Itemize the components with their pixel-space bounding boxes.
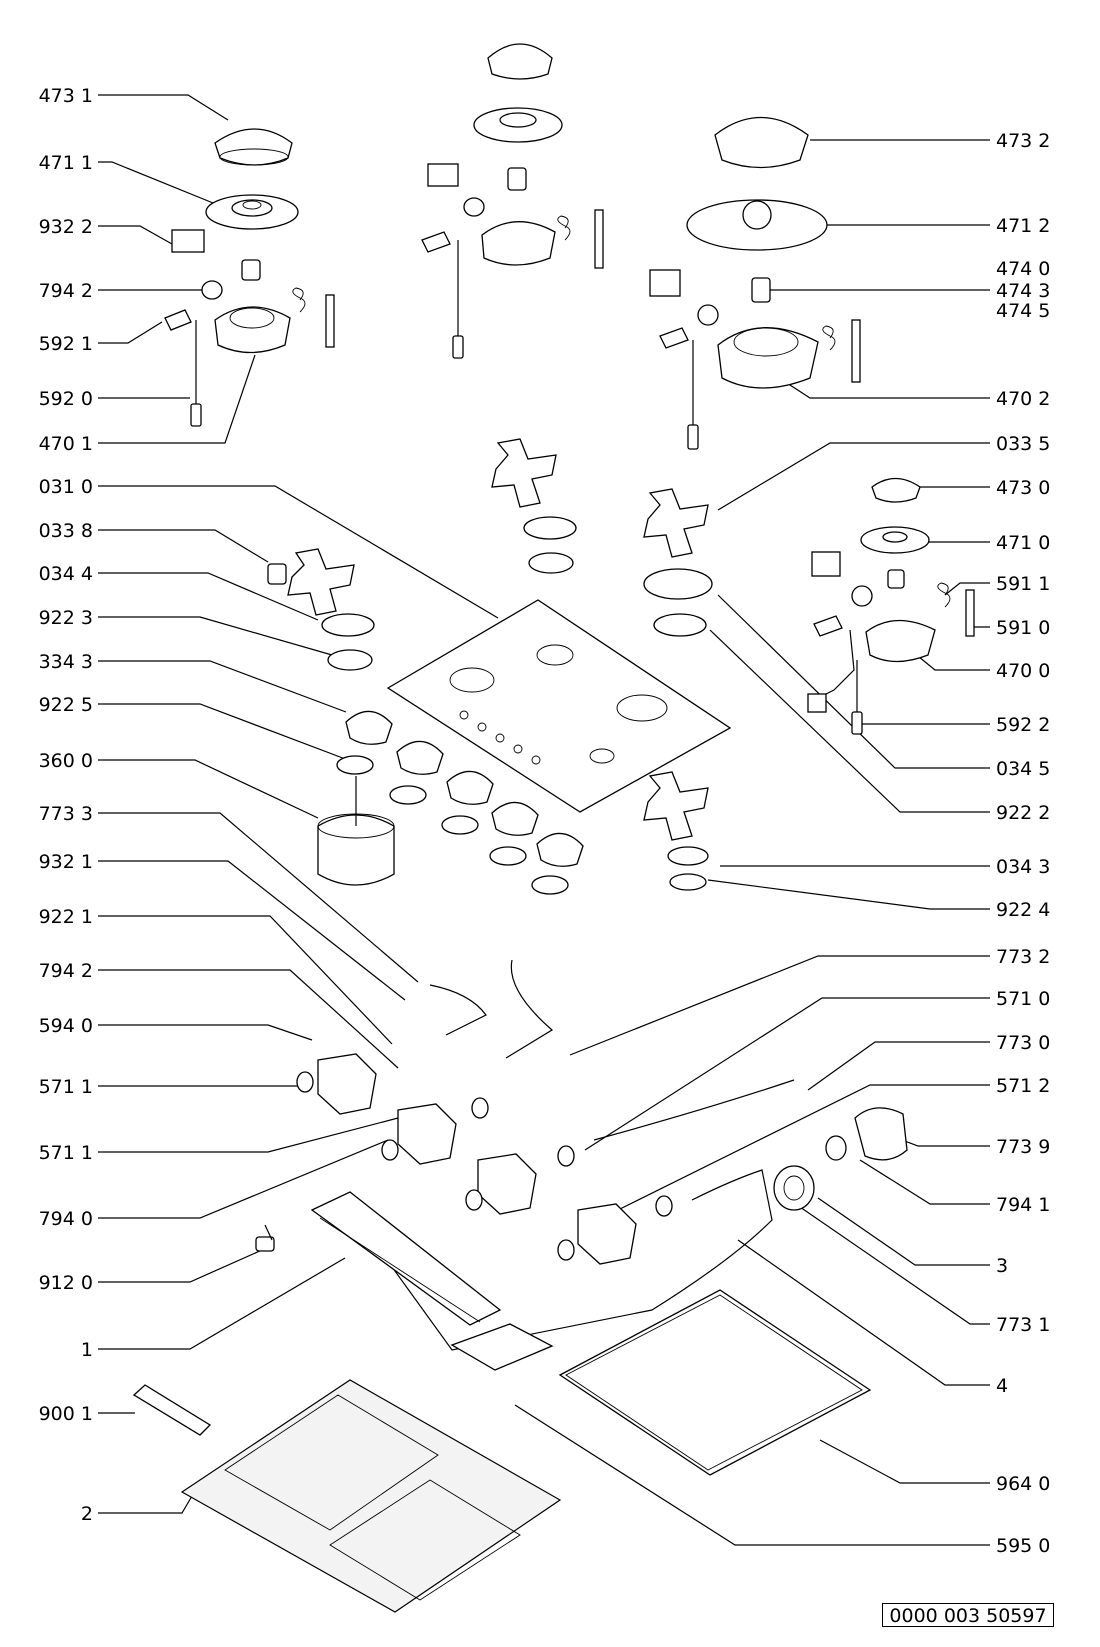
part-label-r26: 4 bbox=[996, 1375, 1008, 1397]
burner-cap-right bbox=[714, 116, 809, 169]
part-label-r11: 591 0 bbox=[996, 617, 1050, 639]
gas-valves bbox=[296, 1053, 673, 1265]
part-label-l5: 592 1 bbox=[39, 333, 93, 355]
part-label-r8: 473 0 bbox=[996, 477, 1050, 499]
pan-support-left bbox=[267, 548, 375, 671]
burner-crown-center bbox=[473, 107, 563, 143]
hob-seal bbox=[558, 1289, 872, 1476]
part-label-l21: 571 1 bbox=[39, 1142, 93, 1164]
part-label-l16: 932 1 bbox=[39, 851, 93, 873]
diagram-parts bbox=[132, 43, 975, 1613]
part-label-l12: 334 3 bbox=[39, 651, 93, 673]
part-label-l13: 922 5 bbox=[39, 694, 93, 716]
part-label-r22: 773 9 bbox=[996, 1136, 1050, 1158]
burner-small-right bbox=[807, 477, 975, 735]
part-label-r15: 922 2 bbox=[996, 802, 1050, 824]
labels-left-column: 473 1 471 1 932 2 794 2 592 1 592 0 470 1 031 0… bbox=[39, 85, 93, 1525]
part-label-r14: 034 5 bbox=[996, 758, 1050, 780]
part-label-r5: 474 5 bbox=[996, 300, 1050, 322]
burner-crown-right bbox=[686, 199, 828, 251]
part-label-l23: 912 0 bbox=[39, 1272, 93, 1294]
part-label-l18: 794 2 bbox=[39, 960, 93, 982]
part-label-r28: 595 0 bbox=[996, 1535, 1050, 1557]
part-label-r7: 033 5 bbox=[996, 433, 1050, 455]
part-label-l17: 922 1 bbox=[39, 906, 93, 928]
part-label-l1: 473 1 bbox=[39, 85, 93, 107]
gas-pipes bbox=[386, 959, 795, 1351]
control-knobs bbox=[336, 710, 584, 895]
part-label-l20: 571 1 bbox=[39, 1076, 93, 1098]
mounting-bracket bbox=[132, 1384, 212, 1436]
part-label-l25: 900 1 bbox=[39, 1403, 93, 1425]
part-label-l15: 773 3 bbox=[39, 803, 93, 825]
part-label-r20: 773 0 bbox=[996, 1032, 1050, 1054]
burner-crown-left bbox=[205, 194, 299, 230]
part-label-r13: 592 2 bbox=[996, 714, 1050, 736]
part-label-l26: 2 bbox=[81, 1503, 93, 1525]
base-tray bbox=[180, 1323, 562, 1613]
part-label-l11: 922 3 bbox=[39, 607, 93, 629]
part-label-l14: 360 0 bbox=[39, 750, 93, 772]
burner-base-center bbox=[421, 163, 604, 359]
part-label-r25: 773 1 bbox=[996, 1314, 1050, 1336]
part-label-l8: 031 0 bbox=[39, 476, 93, 498]
part-label-r12: 470 0 bbox=[996, 660, 1050, 682]
screw bbox=[255, 1224, 275, 1252]
part-label-r1: 473 2 bbox=[996, 130, 1050, 152]
part-label-l19: 594 0 bbox=[39, 1015, 93, 1037]
part-label-l22: 794 0 bbox=[39, 1208, 93, 1230]
part-label-r3: 474 0 bbox=[996, 258, 1050, 280]
burner-base-right bbox=[649, 269, 861, 450]
part-label-l3: 932 2 bbox=[39, 216, 93, 238]
part-label-l24: 1 bbox=[81, 1339, 93, 1361]
part-label-r6: 470 2 bbox=[996, 388, 1050, 410]
pan-support-center bbox=[491, 438, 577, 574]
burner-cap-center bbox=[487, 43, 553, 80]
part-label-r4: 474 3 bbox=[996, 280, 1050, 302]
part-label-r2: 471 2 bbox=[996, 215, 1050, 237]
part-label-l7: 470 1 bbox=[39, 433, 93, 455]
timer-module bbox=[317, 776, 395, 886]
part-label-r16: 034 3 bbox=[996, 856, 1050, 878]
part-label-r18: 773 2 bbox=[996, 946, 1050, 968]
part-label-r27: 964 0 bbox=[996, 1473, 1050, 1495]
part-label-r23: 794 1 bbox=[996, 1194, 1050, 1216]
pan-support-right bbox=[643, 488, 713, 637]
part-label-r9: 471 0 bbox=[996, 532, 1050, 554]
frame-rail bbox=[310, 1191, 502, 1326]
part-label-l9: 033 8 bbox=[39, 520, 93, 542]
gas-inlet-fitting bbox=[773, 1107, 908, 1211]
part-label-r17: 922 4 bbox=[996, 899, 1050, 921]
document-number: 0000 003 50597 bbox=[882, 1603, 1054, 1627]
part-label-r19: 571 0 bbox=[996, 988, 1050, 1010]
part-label-l6: 592 0 bbox=[39, 388, 93, 410]
part-label-l10: 034 4 bbox=[39, 563, 93, 585]
part-label-r24: 3 bbox=[996, 1255, 1008, 1277]
burner-base-left bbox=[164, 229, 335, 427]
part-label-r21: 571 2 bbox=[996, 1075, 1050, 1097]
burner-cap-left bbox=[214, 128, 293, 166]
part-label-l4: 794 2 bbox=[39, 280, 93, 302]
pan-support-front-right bbox=[643, 771, 709, 891]
leader-lines bbox=[98, 94, 990, 1546]
part-label-l2: 471 1 bbox=[39, 152, 93, 174]
part-label-r10: 591 1 bbox=[996, 573, 1050, 595]
cooktop-plate bbox=[386, 599, 732, 813]
